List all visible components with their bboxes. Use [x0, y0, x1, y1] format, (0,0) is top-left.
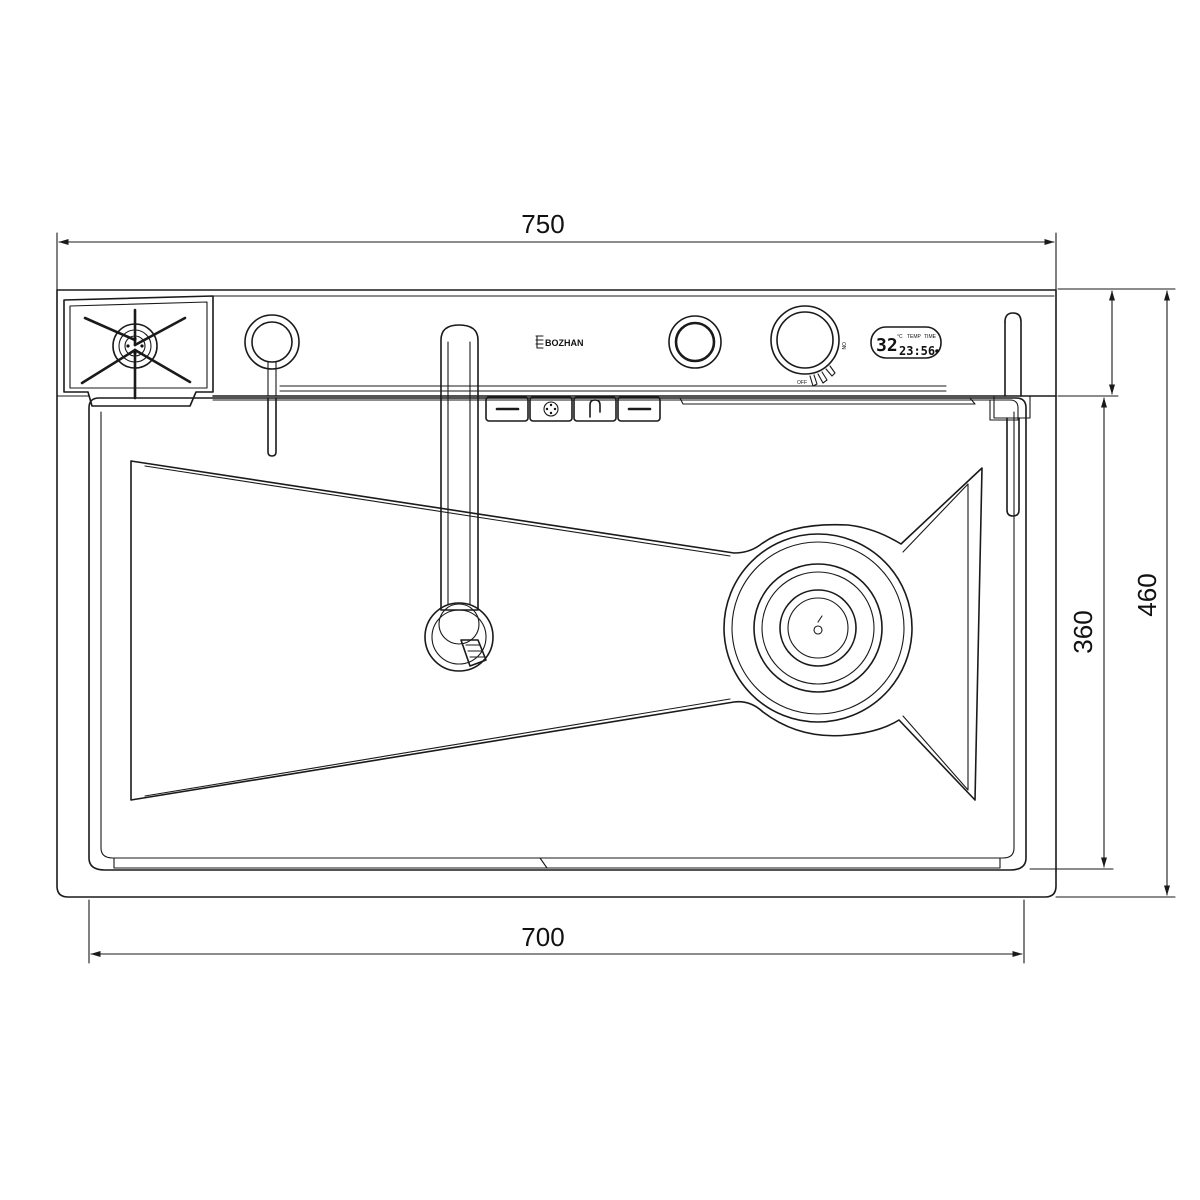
dimension-bowl-depth: 360 [1029, 395, 1119, 870]
knob-on-label: ON [840, 342, 846, 350]
display-time: 23:56 [899, 344, 935, 358]
soap-dispenser[interactable] [244, 314, 300, 457]
cup-rinser[interactable] [63, 295, 214, 407]
sink-bowl [88, 397, 1027, 871]
dimension-bowl-width: 700 [88, 899, 1025, 964]
drain-assembly [723, 533, 913, 723]
dimension-label-overall-width: 750 [521, 209, 564, 239]
bowl-guide-channel [130, 460, 983, 801]
control-button-faucet[interactable] [573, 396, 617, 422]
dimension-overall-width: 750 [56, 209, 1057, 291]
control-button-row [485, 396, 661, 422]
display-time-label: TIME [924, 334, 937, 340]
dimension-label-bowl-depth: 360 [1068, 610, 1098, 653]
spray-icon [543, 401, 559, 417]
brand-logo: BOZHAN [535, 335, 584, 349]
dimension-label-overall-depth: 460 [1132, 573, 1162, 616]
control-button-minus-left[interactable] [485, 396, 529, 422]
faucet-icon [589, 399, 601, 418]
brand-logo-text: BOZHAN [545, 338, 584, 348]
dimension-label-bowl-width: 700 [521, 922, 564, 952]
control-button-minus-right[interactable] [617, 396, 661, 422]
control-button-spray[interactable] [529, 396, 573, 422]
dimension-overall-depth: 460 [1055, 288, 1176, 898]
digital-display: 32 °C TEMP TIME 23:56 [870, 326, 942, 359]
pull-out-faucet[interactable] [424, 324, 494, 672]
side-accessory-rod[interactable] [993, 312, 1031, 517]
sink-outer-body [56, 289, 1057, 898]
display-temperature: 32 [876, 335, 898, 356]
small-control-knob[interactable] [668, 315, 722, 369]
display-temp-label: TEMP [907, 334, 922, 340]
display-temperature-unit: °C [897, 334, 903, 340]
temperature-knob[interactable]: ON OFF [770, 305, 846, 387]
knob-off-label: OFF [797, 380, 807, 386]
